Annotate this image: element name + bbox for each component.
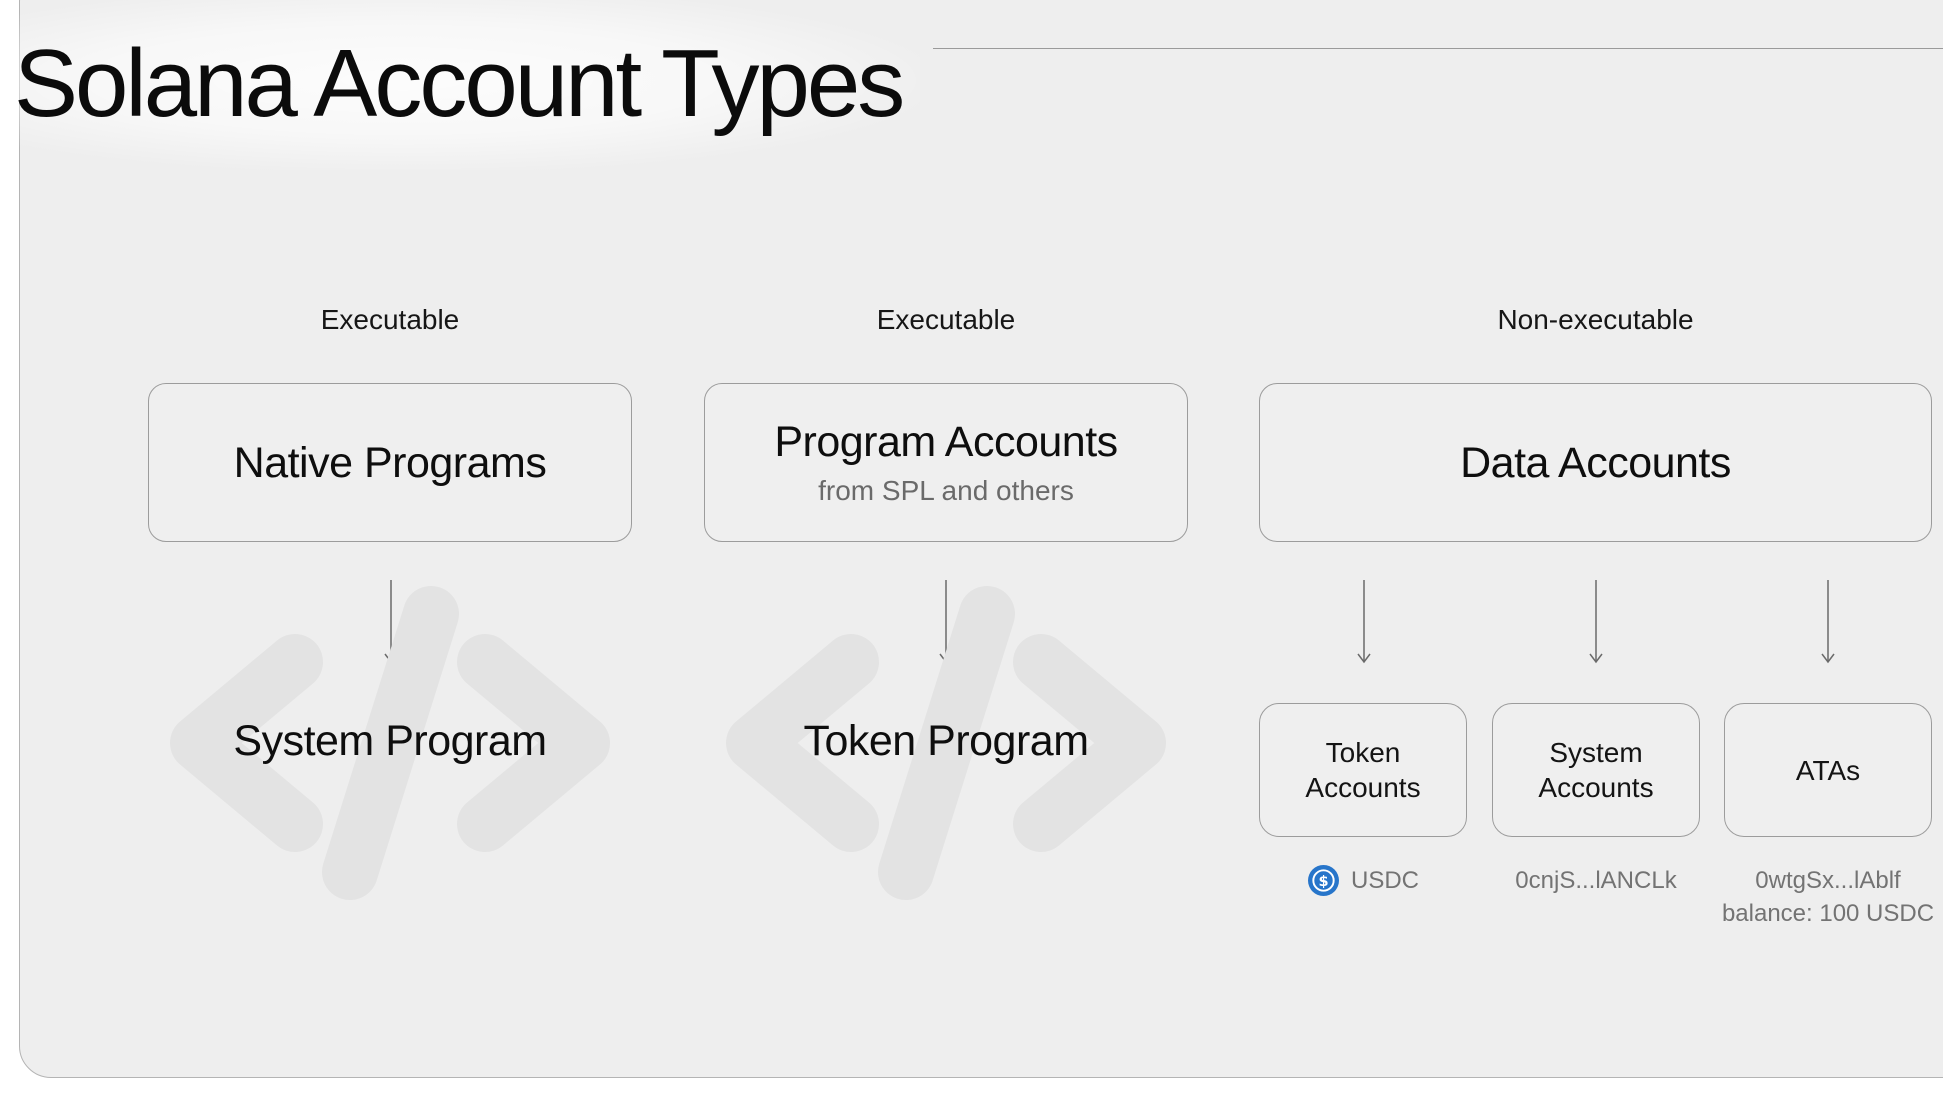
code-brackets-icon [726, 586, 1166, 900]
arrow-down-icon [1589, 580, 1603, 664]
native-programs-title: Native Programs [233, 438, 547, 487]
title-highlight [0, 0, 920, 170]
ata-address: 0wtgSx...lAblf [1755, 867, 1901, 894]
arrow-down-icon [1821, 580, 1835, 664]
usdc-caption-text: USDC [1351, 866, 1420, 894]
usdc-caption: $ USDC [1308, 862, 1419, 898]
token-accounts-box: Token Accounts [1259, 703, 1467, 837]
data-accounts-title: Data Accounts [1460, 438, 1731, 487]
system-accounts-label-line1: System [1549, 737, 1643, 768]
token-program-label: Token Program [803, 717, 1089, 765]
usdc-coin-icon: $ [1308, 864, 1339, 896]
svg-text:$: $ [1318, 873, 1328, 889]
arrow-down-icon [1357, 580, 1371, 664]
system-account-address: 0cnjS...lANCLk [1515, 867, 1677, 894]
program-accounts-subtitle: from SPL and others [818, 474, 1074, 506]
system-program-label: System Program [233, 717, 547, 765]
ata-balance: balance: 100 USDC [1721, 900, 1935, 927]
system-accounts-label-line2: Accounts [1538, 772, 1654, 803]
native-programs-box: Native Programs [148, 383, 632, 542]
token-accounts-label-line1: Token [1325, 737, 1401, 768]
executable-label-native: Executable [320, 304, 460, 335]
data-accounts-box: Data Accounts [1259, 383, 1932, 542]
executable-label-program: Executable [876, 304, 1016, 335]
slide-title: Solana Account Types [14, 30, 905, 137]
program-accounts-title: Program Accounts [774, 417, 1118, 466]
title-divider [933, 48, 1943, 49]
token-accounts-label-line2: Accounts [1305, 772, 1421, 803]
atas-box: ATAs [1724, 703, 1932, 837]
code-brackets-icon [170, 586, 610, 900]
system-accounts-box: System Accounts [1492, 703, 1700, 837]
atas-label: ATAs [1795, 754, 1861, 786]
program-accounts-box: Program Accounts from SPL and others [704, 383, 1188, 542]
non-executable-label: Non-executable [1497, 304, 1694, 335]
